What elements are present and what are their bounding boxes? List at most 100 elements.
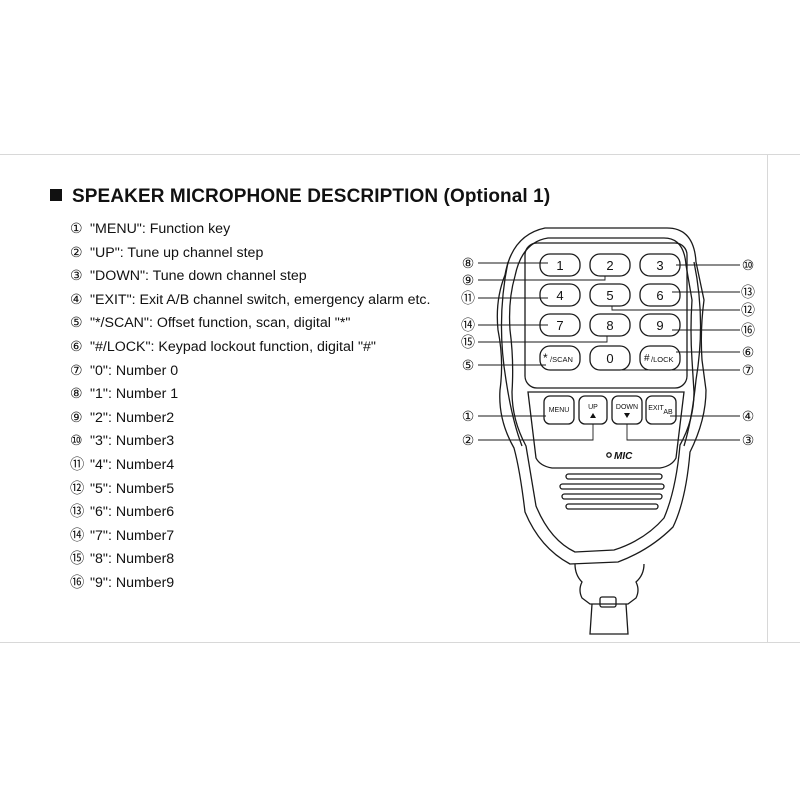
callout-1: ①	[462, 408, 475, 424]
key-star-scan[interactable]	[539, 345, 581, 371]
callout-leaders	[478, 262, 740, 441]
item-text: "3": Number3	[90, 433, 175, 450]
key-6[interactable]	[639, 283, 681, 307]
key-7-label: 7	[556, 318, 563, 333]
item-number: ⑭	[70, 527, 85, 544]
key-9[interactable]	[639, 313, 681, 337]
key-3-label: 3	[656, 258, 663, 273]
section-title-text: SPEAKER MICROPHONE DESCRIPTION (Optional…	[72, 186, 551, 207]
callout-11: ⑪	[461, 290, 475, 306]
callout-9: ⑨	[462, 272, 475, 288]
callout-6: ⑥	[742, 344, 755, 360]
callout-12: ⑫	[741, 302, 755, 318]
item-number: ⑮	[70, 551, 85, 568]
item-text: "UP": Tune up channel step	[90, 244, 264, 261]
key-2-label: 2	[606, 258, 613, 273]
item-number: ⑩	[70, 433, 83, 450]
item-number: ②	[70, 244, 83, 261]
item-text: "6": Number6	[90, 504, 175, 521]
item-text: "EXIT": Exit A/B channel switch, emergen…	[90, 291, 431, 308]
callout-7: ⑦	[742, 362, 755, 378]
key-5-label: 5	[606, 288, 613, 303]
function-panel	[527, 391, 685, 469]
menu-button-label: MENU	[549, 407, 570, 414]
callout-2: ②	[462, 432, 475, 448]
callout-5: ⑤	[462, 357, 475, 373]
mic-label: MIC	[614, 451, 633, 462]
item-number: ⑧	[70, 386, 83, 403]
item-text: "2": Number2	[90, 409, 175, 426]
list-item: ⑩ "3": Number3	[70, 430, 430, 454]
key-star-sub-label: /SCAN	[550, 355, 573, 364]
list-item: ③ "DOWN": Tune down channel step	[70, 265, 430, 289]
item-number: ①	[70, 221, 83, 237]
list-item: ⑫"5": Number5	[70, 478, 430, 502]
keypad-panel	[524, 242, 688, 389]
key-8[interactable]	[589, 313, 631, 337]
item-number: ③	[70, 268, 83, 285]
item-number: ⑥	[70, 338, 83, 355]
exit-button-main-label: EXIT	[648, 405, 664, 412]
item-number: ④	[70, 291, 83, 308]
cable-strain-relief	[574, 563, 645, 605]
callout-4: ④	[742, 408, 755, 424]
exit-ab-button[interactable]	[645, 395, 677, 425]
down-arrow-icon	[624, 413, 630, 418]
key-4[interactable]	[539, 283, 581, 307]
item-text: "9": Number9	[90, 574, 175, 591]
key-1[interactable]	[539, 253, 581, 277]
callout-13: ⑬	[741, 284, 755, 300]
item-number: ⑬	[70, 504, 85, 521]
frame-right-line	[767, 154, 768, 643]
left-grip	[500, 261, 523, 447]
list-item: ⑯ "9": Number9	[70, 572, 430, 596]
mic-hole-icon	[606, 452, 612, 458]
list-item: ⑮"8": Number8	[70, 548, 430, 572]
callout-3: ③	[742, 432, 755, 448]
item-number: ⑤	[70, 315, 83, 332]
description-list: ①"MENU": Function key ② "UP": Tune up cha…	[70, 218, 430, 596]
callout-14: ⑭	[461, 317, 475, 333]
callout-15: ⑮	[461, 334, 475, 350]
list-item: ⑬ "6": Number6	[70, 501, 430, 525]
section-title: SPEAKER MICROPHONE DESCRIPTION (Optional…	[50, 186, 550, 208]
item-text: "7": Number7	[90, 527, 175, 544]
list-item: ⑤ "*/SCAN": Offset function, scan, digita…	[70, 312, 430, 336]
list-item: ⑦"0": Number 0	[70, 360, 430, 384]
cable	[589, 603, 629, 635]
key-5[interactable]	[589, 283, 631, 307]
key-star-main-label: *	[543, 351, 548, 365]
key-hash-main-label: #	[644, 353, 650, 364]
frame-top-line	[0, 154, 800, 155]
cable-window	[599, 596, 617, 608]
list-item: ⑥ "#/LOCK": Keypad lockout function, digi…	[70, 336, 430, 360]
square-bullet-icon	[50, 189, 62, 201]
callout-8: ⑧	[462, 255, 475, 271]
list-item: ④ "EXIT": Exit A/B channel switch, emerge…	[70, 289, 430, 313]
callout-16: ⑯	[741, 322, 755, 338]
item-number: ⑯	[70, 574, 85, 591]
key-1-label: 1	[556, 258, 563, 273]
list-item: ①"MENU": Function key	[70, 218, 430, 242]
list-item: ⑧"1": Number 1	[70, 383, 430, 407]
exit-button-sub-label: AB	[663, 409, 673, 416]
menu-button[interactable]	[543, 395, 575, 425]
item-text: "4": Number4	[90, 456, 175, 473]
frame-bottom-line	[0, 642, 800, 643]
up-arrow-icon	[590, 413, 596, 418]
list-item: ⑨ "2": Number2	[70, 407, 430, 431]
item-number: ⑪	[70, 456, 85, 473]
mic-body-outer	[496, 227, 707, 565]
key-6-label: 6	[656, 288, 663, 303]
list-item: ⑭ "7": Number7	[70, 525, 430, 549]
key-2[interactable]	[589, 253, 631, 277]
list-item: ⑪ "4": Number4	[70, 454, 430, 478]
list-item: ② "UP": Tune up channel step	[70, 242, 430, 266]
item-number: ⑨	[70, 409, 83, 426]
item-text: "DOWN": Tune down channel step	[90, 268, 307, 285]
right-grip	[683, 261, 702, 447]
item-text: "#/LOCK": Keypad lockout function, digit…	[90, 338, 376, 355]
item-text: "*/SCAN": Offset function, scan, digital…	[90, 315, 351, 332]
mic-body-inner	[508, 237, 695, 553]
